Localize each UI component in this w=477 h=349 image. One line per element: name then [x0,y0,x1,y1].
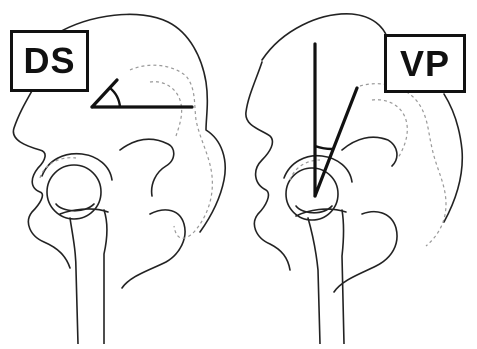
left-inner-contour [120,139,174,196]
left-posterior-contour [13,80,70,268]
left-sacrum-dashed [130,65,212,238]
vp-angle-marker [315,44,357,196]
right-posterior-contour [246,62,290,270]
ds-label-box: DS [10,30,89,92]
vp-angle-arc [315,146,333,149]
vp-label: VP [400,43,450,85]
left-sacrum-dashed-inner [150,82,182,136]
right-inner-contour [342,137,397,166]
ds-oblique-line [92,80,117,107]
right-sacrum-dashed-inner [372,100,407,158]
right-femur-shaft [308,210,344,344]
vp-label-box: VP [384,34,466,93]
ds-angle-arc [110,88,120,107]
ds-label: DS [23,40,75,82]
left-femur-shaft [70,210,107,344]
right-sacrum-dashed [360,84,446,246]
left-pubic-contour [122,210,185,288]
vp-oblique-line [315,88,357,196]
